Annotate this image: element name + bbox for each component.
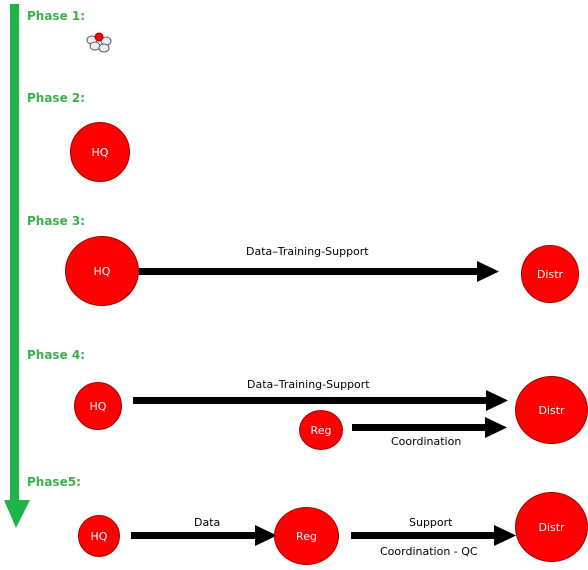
distr-node-label: Distr	[538, 403, 565, 417]
distr-node: Distr	[515, 376, 588, 444]
hq-node: HQ	[74, 382, 122, 430]
reg-node: Reg	[274, 507, 339, 565]
edge-label-coordination: Coordination	[391, 435, 462, 448]
edge-label-coordination-qc: Coordination - QC	[380, 545, 478, 558]
tiny-cluster-icon	[86, 32, 112, 53]
hq-node-label: HQ	[89, 399, 107, 413]
timeline-arrowhead	[4, 500, 30, 528]
hq-node-label: HQ	[93, 264, 111, 278]
arrow-p4-hq-distr	[133, 390, 508, 411]
hq-node: HQ	[65, 236, 139, 306]
hq-node: HQ	[70, 122, 130, 182]
edge-label-data: Data	[194, 516, 221, 529]
phase-5-label: Phase5:	[27, 475, 81, 489]
arrow-p5-reg-distr	[351, 525, 516, 546]
edge-label-data-training-support: Data–Training-Support	[247, 378, 370, 391]
phase-2-label: Phase 2:	[27, 91, 86, 105]
phase-4-label: Phase 4:	[27, 348, 86, 362]
reg-node-label: Reg	[310, 423, 332, 437]
hq-node-label: HQ	[90, 529, 108, 543]
hq-node-label: HQ	[91, 145, 109, 159]
distr-node-label: Distr	[538, 520, 565, 534]
distr-node: Distr	[521, 245, 579, 303]
distr-node: Distr	[515, 492, 588, 562]
phase-3-label: Phase 3:	[27, 214, 86, 228]
edge-label-data-training-support: Data–Training-Support	[246, 245, 369, 258]
phase-1-label: Phase 1:	[27, 9, 86, 23]
edge-label-support: Support	[409, 516, 453, 529]
arrow-p3-hq-distr	[139, 261, 499, 282]
distr-node-label: Distr	[536, 267, 564, 281]
reg-node: Reg	[299, 410, 343, 450]
arrow-p5-hq-reg	[131, 525, 277, 546]
reg-node-label: Reg	[296, 529, 317, 543]
hq-node: HQ	[78, 515, 120, 557]
arrow-p4-reg-distr	[352, 417, 507, 438]
timeline-shaft	[10, 4, 19, 500]
